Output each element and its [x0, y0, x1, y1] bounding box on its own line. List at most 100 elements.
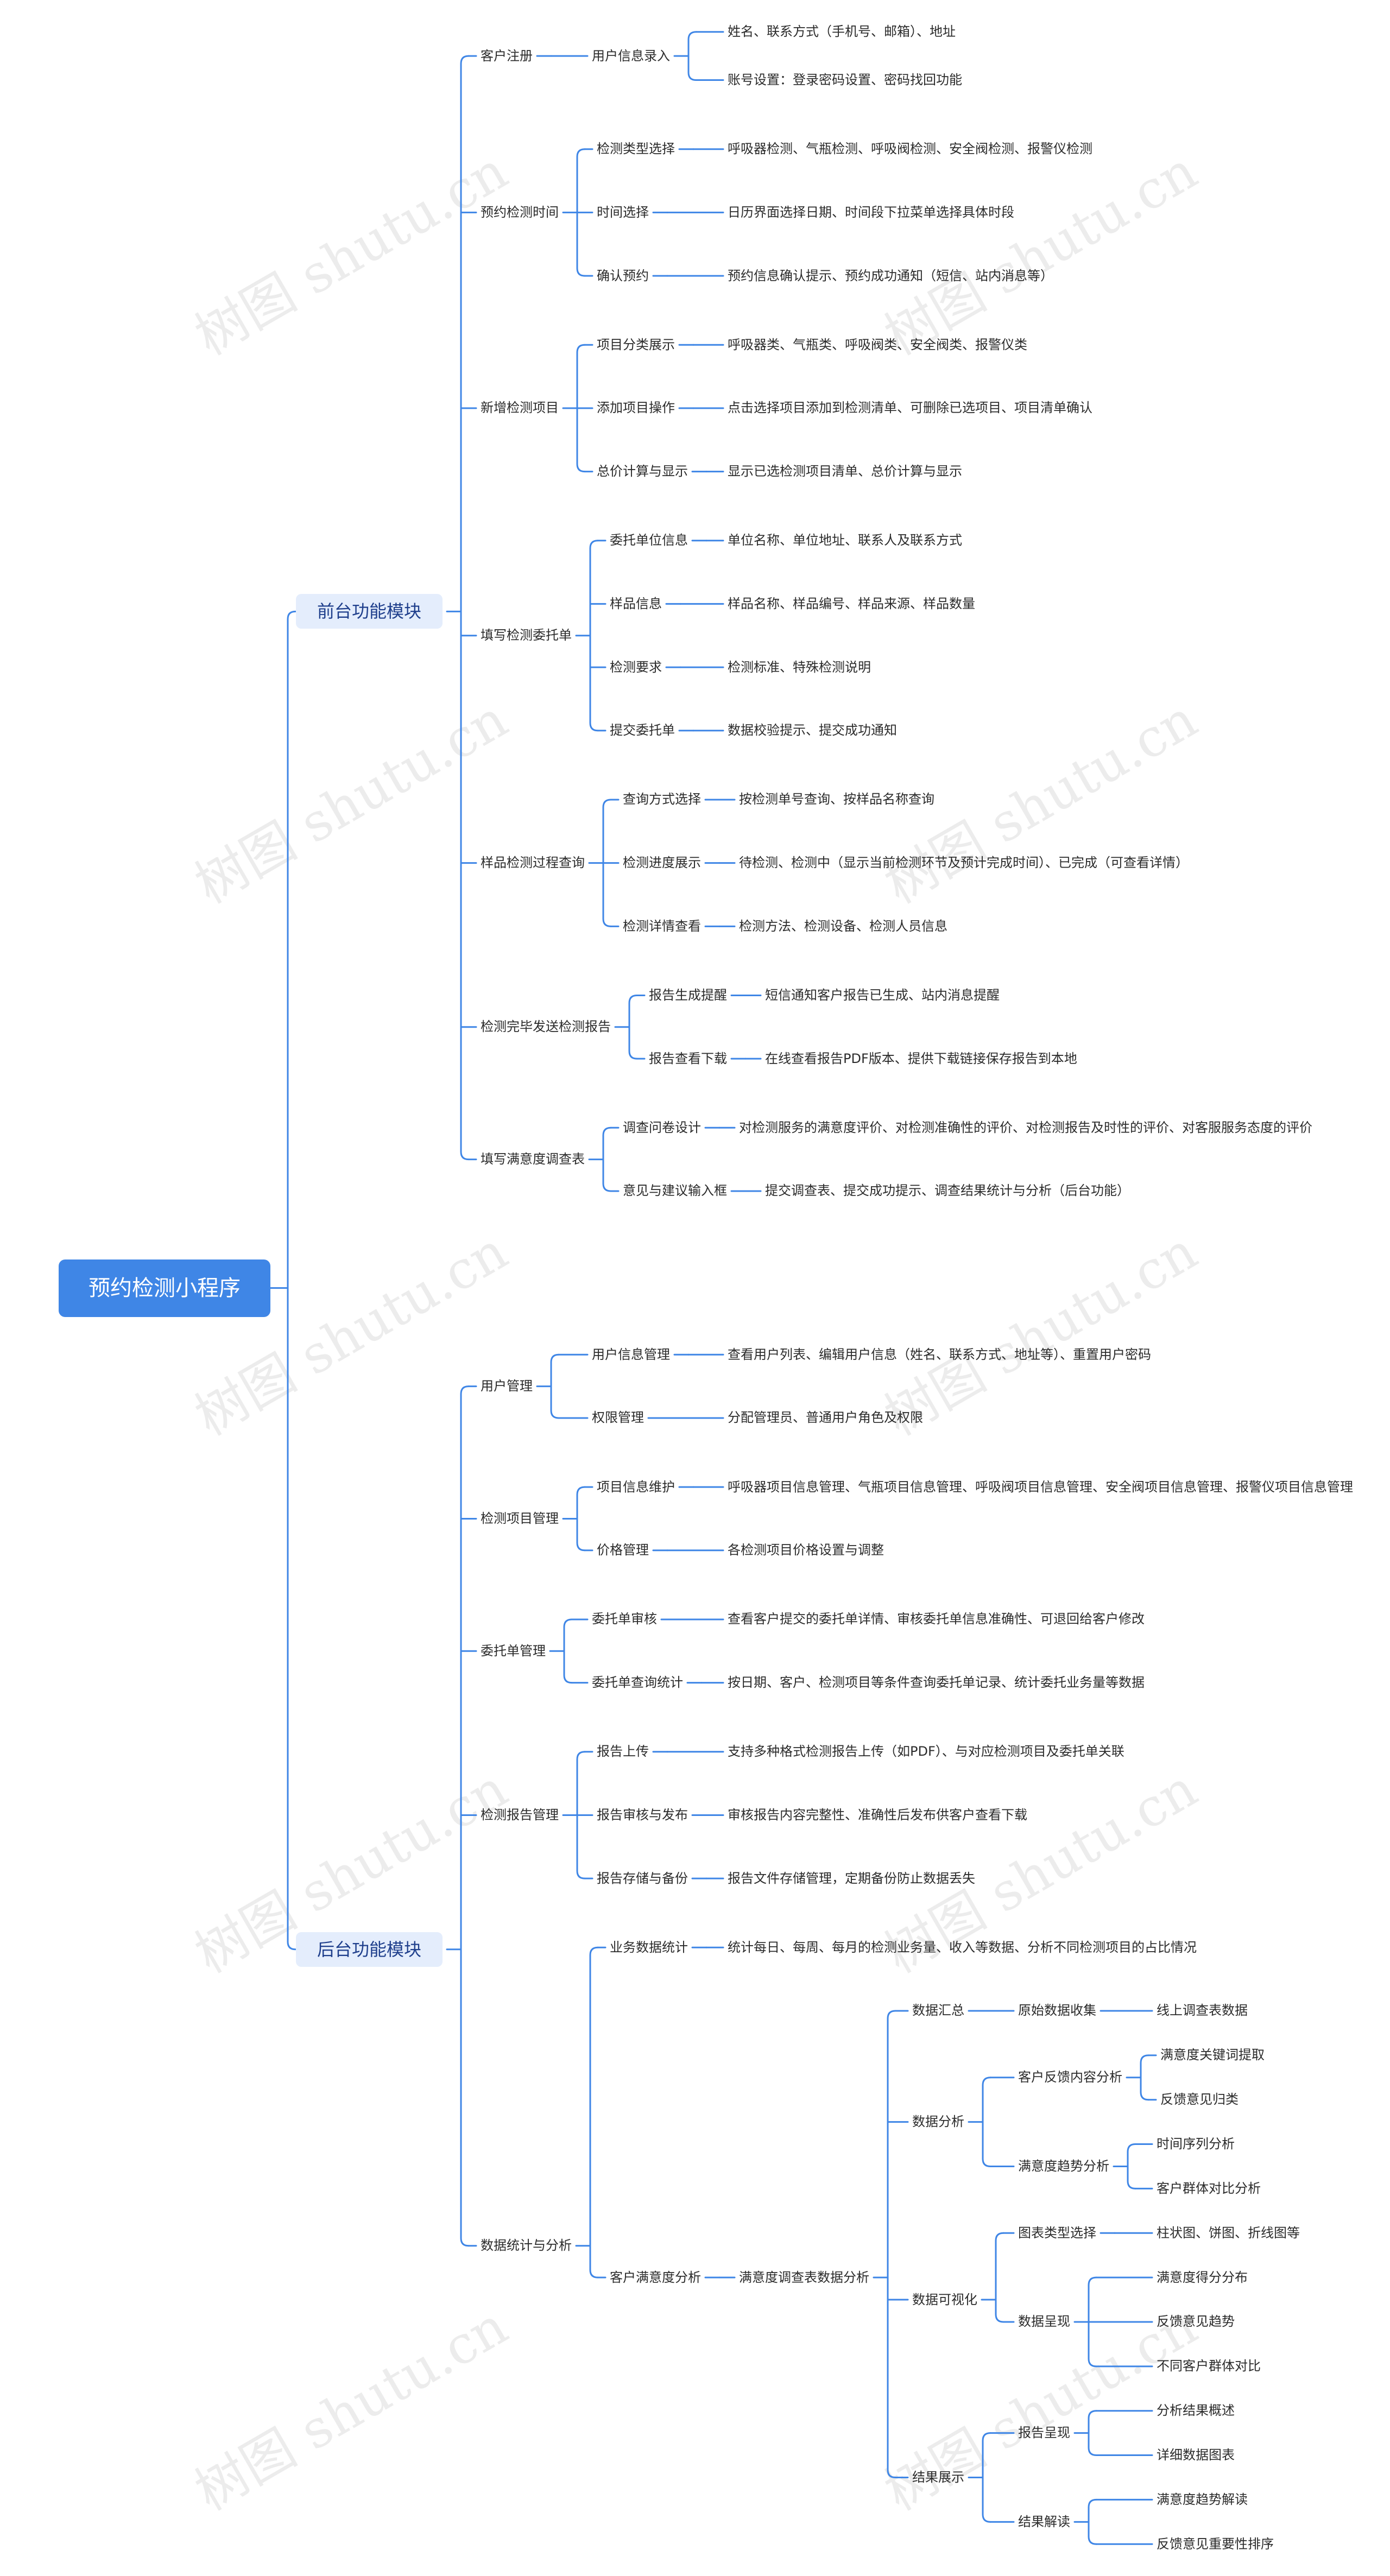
leaf-node: 数据校验提示、提交成功通知 [728, 723, 897, 738]
branch-node: 前台功能模块 [296, 594, 443, 629]
leaf-node: 呼吸器检测、气瓶检测、呼吸阀检测、安全阀检测、报警仪检测 [728, 141, 1092, 157]
connector-line [287, 610, 296, 1951]
leaf-node: 日历界面选择日期、时间段下拉菜单选择具体时段 [728, 204, 1014, 220]
connector-line [1140, 2054, 1149, 2101]
leaf-node: 线上调查表数据 [1157, 2003, 1248, 2018]
topic-node: 检测详情查看 [623, 918, 701, 934]
leaf-node: 姓名、联系方式（手机号、邮箱）、地址 [728, 24, 956, 40]
connector-line [602, 1126, 612, 1192]
leaf-node: 待检测、检测中（显示当前检测环节及预计完成时间）、已完成（可查看详情） [739, 855, 1189, 871]
leaf-node: 统计每日、每周、每月的检测业务量、收入等数据、分析不同检测项目的占比情况 [728, 1939, 1197, 1955]
leaf-node: 样品名称、样品编号、样品来源、样品数量 [728, 596, 975, 611]
topic-node: 报告生成提醒 [649, 987, 727, 1003]
leaf-node: 满意度趋势解读 [1157, 2491, 1248, 2507]
topic-node: 价格管理 [597, 1542, 649, 1558]
topic-node: 总价计算与显示 [597, 464, 688, 479]
leaf-node: 检测标准、特殊检测说明 [728, 659, 871, 675]
topic-node: 填写满意度调查表 [481, 1151, 585, 1167]
connector-line [576, 1486, 586, 1552]
topic-node: 项目信息维护 [597, 1479, 675, 1495]
connector-line [982, 2077, 991, 2167]
topic-node: 检测类型选择 [597, 141, 675, 157]
connector-line [982, 2432, 991, 2523]
leaf-node: 账号设置：登录密码设置、密码找回功能 [728, 72, 962, 88]
topic-node: 数据汇总 [912, 2003, 964, 2018]
topic-node: 满意度趋势分析 [1018, 2158, 1109, 2174]
topic-node: 权限管理 [592, 1410, 644, 1426]
connector-line [687, 31, 697, 81]
connector-line [887, 2010, 896, 2478]
leaf-node: 按检测单号查询、按样品名称查询 [739, 792, 934, 807]
leaf-node: 查看用户列表、编辑用户信息（姓名、联系方式、地址等）、重置用户密码 [728, 1346, 1151, 1362]
connector-line [589, 540, 599, 732]
leaf-node: 支持多种格式检测报告上传（如PDF）、与对应检测项目及委托单关联 [728, 1744, 1124, 1759]
leaf-node: 满意度关键词提取 [1160, 2047, 1265, 2063]
leaf-node: 提交调查表、提交成功提示、调查结果统计与分析（后台功能） [765, 1183, 1130, 1199]
topic-node: 用户信息管理 [592, 1346, 670, 1362]
connector-line [1088, 2410, 1097, 2457]
topic-node: 样品检测过程查询 [481, 855, 585, 871]
topic-node: 委托单管理 [481, 1643, 546, 1659]
topic-node: 数据呈现 [1018, 2314, 1070, 2330]
leaf-node: 检测方法、检测设备、检测人员信息 [739, 918, 947, 934]
connector-line [995, 2232, 1004, 2323]
topic-node: 图表类型选择 [1018, 2225, 1096, 2240]
leaf-node: 查看客户提交的委托单详情、审核委托单信息准确性、可退回给客户修改 [728, 1611, 1145, 1627]
topic-node: 报告查看下载 [649, 1050, 727, 1066]
topic-node: 委托单查询统计 [592, 1675, 683, 1691]
leaf-node: 不同客户群体对比 [1157, 2358, 1261, 2374]
leaf-node: 审核报告内容完整性、准确性后发布供客户查看下载 [728, 1807, 1027, 1822]
topic-node: 数据统计与分析 [481, 2238, 572, 2254]
topic-node: 用户信息录入 [592, 48, 670, 64]
leaf-node: 详细数据图表 [1157, 2447, 1235, 2463]
topic-node: 预约检测时间 [481, 204, 559, 220]
topic-node: 填写检测委托单 [481, 628, 572, 643]
topic-node: 客户注册 [481, 48, 533, 64]
topic-node: 报告上传 [597, 1744, 649, 1759]
connector-line [628, 994, 638, 1060]
topic-node: 客户反馈内容分析 [1018, 2069, 1122, 2085]
topic-node: 调查问卷设计 [623, 1119, 701, 1135]
topic-node: 检测报告管理 [481, 1807, 559, 1822]
leaf-node: 反馈意见重要性排序 [1157, 2536, 1274, 2552]
leaf-node: 分配管理员、普通用户角色及权限 [728, 1410, 923, 1426]
topic-node: 数据分析 [912, 2114, 964, 2130]
leaf-node: 对检测服务的满意度评价、对检测准确性的评价、对检测报告及时性的评价、对客服服务态… [739, 1119, 1312, 1135]
topic-node: 数据可视化 [912, 2292, 977, 2307]
leaf-node: 报告文件存储管理，定期备份防止数据丢失 [728, 1870, 975, 1886]
topic-node: 查询方式选择 [623, 792, 701, 807]
connector-line [563, 1618, 573, 1684]
topic-node: 报告审核与发布 [597, 1807, 688, 1822]
topic-node: 提交委托单 [610, 723, 675, 738]
leaf-node: 时间序列分析 [1157, 2136, 1235, 2152]
topic-node: 确认预约 [597, 268, 649, 283]
connector-line [1088, 2498, 1097, 2545]
leaf-node: 单位名称、单位地址、联系人及联系方式 [728, 533, 962, 548]
leaf-node: 反馈意见趋势 [1157, 2314, 1235, 2330]
topic-node: 报告存储与备份 [597, 1870, 688, 1886]
topic-node: 委托单审核 [592, 1611, 657, 1627]
leaf-node: 各检测项目价格设置与调整 [728, 1542, 884, 1558]
connector-line [1127, 2143, 1136, 2189]
topic-node: 项目分类展示 [597, 337, 675, 352]
leaf-node: 短信通知客户报告已生成、站内消息提醒 [765, 987, 1000, 1003]
connector-line [589, 1946, 599, 2278]
leaf-node: 反馈意见归类 [1160, 2092, 1239, 2107]
topic-node: 客户满意度分析 [610, 2269, 701, 2285]
topic-node: 检测要求 [610, 659, 662, 675]
topic-node: 添加项目操作 [597, 400, 675, 416]
leaf-node: 分析结果概述 [1157, 2403, 1235, 2419]
topic-node: 结果解读 [1018, 2514, 1070, 2529]
leaf-node: 在线查看报告PDF版本、提供下载链接保存报告到本地 [765, 1050, 1077, 1066]
leaf-node: 点击选择项目添加到检测清单、可删除已选项目、项目清单确认 [728, 400, 1092, 416]
topic-node: 新增检测项目 [481, 400, 559, 416]
leaf-node: 柱状图、饼图、折线图等 [1157, 2225, 1300, 2240]
leaf-node: 预约信息确认提示、预约成功通知（短信、站内消息等） [728, 268, 1053, 283]
connector-line [460, 55, 470, 1161]
topic-node: 检测完毕发送检测报告 [481, 1019, 611, 1035]
leaf-node: 满意度得分分布 [1157, 2269, 1248, 2285]
topic-node: 时间选择 [597, 204, 649, 220]
connector-line [460, 1385, 470, 2247]
